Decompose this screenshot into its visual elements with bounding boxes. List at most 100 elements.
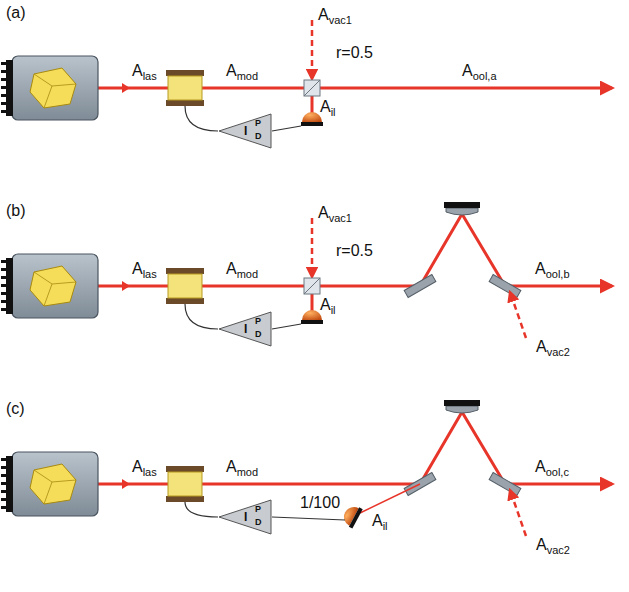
heat-sink-fin xyxy=(1,260,7,263)
amplifier-triangle: IPD xyxy=(218,311,272,347)
laser-beam xyxy=(98,285,420,288)
panel-label: (b) xyxy=(6,202,26,220)
crystal-facet xyxy=(34,74,76,108)
laser-housing xyxy=(12,452,98,516)
signal-wire xyxy=(272,324,301,329)
laser-crystal xyxy=(30,68,76,108)
amplifier-body xyxy=(219,500,271,534)
amplifier-body xyxy=(219,114,271,148)
cavity-mirror xyxy=(489,473,521,496)
vacuum-input xyxy=(510,490,526,536)
leaked-beam xyxy=(360,484,420,513)
beam-arrow xyxy=(122,83,130,93)
heat-sink xyxy=(6,456,13,512)
modulator-crystal xyxy=(168,472,202,496)
parameter-label: r=0.5 xyxy=(336,44,373,62)
photodiode-dome xyxy=(302,112,322,122)
signal-wire xyxy=(272,126,301,131)
beam-splitter xyxy=(304,80,320,96)
heat-sink-fin xyxy=(1,458,7,461)
electrode xyxy=(166,466,204,472)
signal-wire xyxy=(272,517,345,520)
field-label: Aool,a xyxy=(462,62,497,82)
electrode xyxy=(166,70,204,76)
field-label: Alas xyxy=(132,62,157,82)
heat-sink-fin xyxy=(1,94,7,97)
beam-splitter xyxy=(304,278,320,294)
mirror-mount xyxy=(444,202,480,208)
signal-wire xyxy=(185,106,218,131)
field-label: Ail xyxy=(320,98,336,118)
amplifier-text: P xyxy=(255,505,261,514)
amplifier-text: D xyxy=(255,132,262,141)
field-label: Amod xyxy=(226,260,258,280)
laser-crystal xyxy=(30,464,76,504)
parameter-label: 1/100 xyxy=(300,494,340,512)
amplifier-text: D xyxy=(255,330,262,339)
heat-sink xyxy=(6,258,13,314)
field-label: Ail xyxy=(320,296,336,316)
amplifier-text: I xyxy=(244,323,247,335)
photodetector xyxy=(301,112,323,126)
heat-sink-fin xyxy=(1,102,7,105)
curved-mirror xyxy=(446,406,478,413)
cavity-mirror xyxy=(404,275,436,298)
heat-sink-fin xyxy=(1,110,7,113)
splitter-diagonal xyxy=(304,80,320,96)
curved-mirror xyxy=(446,208,478,215)
heat-sink-fin xyxy=(1,292,7,295)
heat-sink-fin xyxy=(1,466,7,469)
signal-wire xyxy=(185,304,218,329)
amplifier-text: I xyxy=(244,125,247,137)
heat-sink-fin xyxy=(1,62,7,65)
setup-panel xyxy=(1,20,612,131)
mirror-mount xyxy=(444,400,480,406)
field-label: Avac2 xyxy=(536,338,570,358)
photodetector xyxy=(340,503,363,529)
heat-sink-fin xyxy=(1,276,7,279)
heat-sink-fin xyxy=(1,300,7,303)
vacuum-input xyxy=(311,218,314,277)
field-label: Avac2 xyxy=(536,536,570,556)
signal-wire xyxy=(185,502,218,517)
electrode xyxy=(166,100,204,106)
heat-sink-fin xyxy=(1,78,7,81)
field-label: Aool,b xyxy=(535,260,570,280)
amplifier-body xyxy=(219,312,271,346)
panel-label: (a) xyxy=(6,4,26,22)
modulator-crystal xyxy=(168,76,202,100)
field-label: Alas xyxy=(132,260,157,280)
setup-panel xyxy=(1,400,612,536)
electrode xyxy=(166,298,204,304)
field-label: Amod xyxy=(226,458,258,478)
amplifier-text: D xyxy=(255,518,262,527)
vacuum-input xyxy=(510,292,526,338)
amplifier-triangle: IPD xyxy=(218,499,272,535)
amplifier-text: P xyxy=(255,317,261,326)
heat-sink-fin xyxy=(1,308,7,311)
crystal-facet xyxy=(34,272,76,306)
photodiode-base xyxy=(301,320,323,324)
photodiode-base xyxy=(349,507,363,528)
heat-sink-fin xyxy=(1,70,7,73)
photodetector xyxy=(301,310,323,324)
beam-arrow xyxy=(122,281,130,291)
vacuum-input xyxy=(311,20,314,79)
beam-arrow xyxy=(122,479,130,489)
heat-sink xyxy=(6,60,13,116)
amplifier-triangle: IPD xyxy=(218,113,272,149)
heat-sink-fin xyxy=(1,482,7,485)
field-label: Amod xyxy=(226,62,258,82)
amplifier-text: P xyxy=(255,119,261,128)
heat-sink-fin xyxy=(1,474,7,477)
heat-sink-fin xyxy=(1,498,7,501)
electrode xyxy=(166,496,204,502)
splitter-diagonal xyxy=(304,278,320,294)
electrode xyxy=(166,268,204,274)
panel-label: (c) xyxy=(6,400,25,418)
heat-sink-fin xyxy=(1,86,7,89)
photodiode-base xyxy=(301,122,323,126)
heat-sink-fin xyxy=(1,284,7,287)
laser-housing xyxy=(12,254,98,318)
